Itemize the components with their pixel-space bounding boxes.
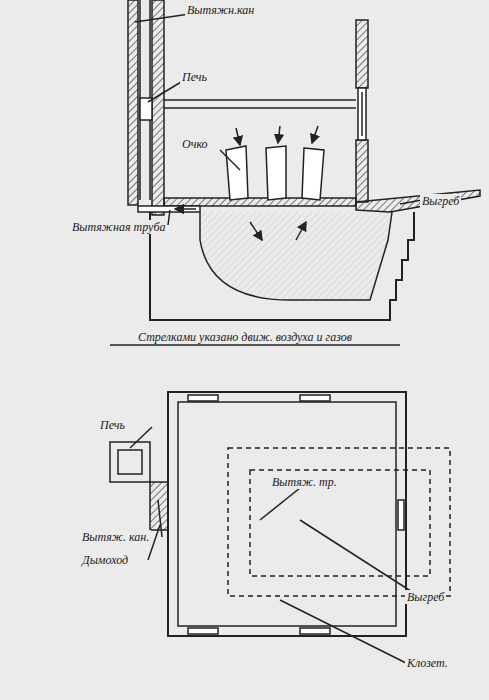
part-label: Дымоход <box>80 553 130 567</box>
part-label: Вытяжн.кан <box>185 3 256 17</box>
part-label: Печь <box>180 70 209 84</box>
part-label: Вытяж. тр. <box>270 475 339 489</box>
part-label: Очко <box>180 137 210 151</box>
part-label: Клозет. <box>405 656 450 670</box>
part-label: Выгреб <box>420 194 461 208</box>
part-label: Выгреб <box>405 590 446 604</box>
part-label: Вытяж. кан. <box>80 530 151 544</box>
part-label: Вытяжная труба <box>70 220 167 234</box>
figure-caption: Стрелками указано движ. воздуха и газов <box>136 330 354 344</box>
part-label: Печь <box>98 418 127 432</box>
